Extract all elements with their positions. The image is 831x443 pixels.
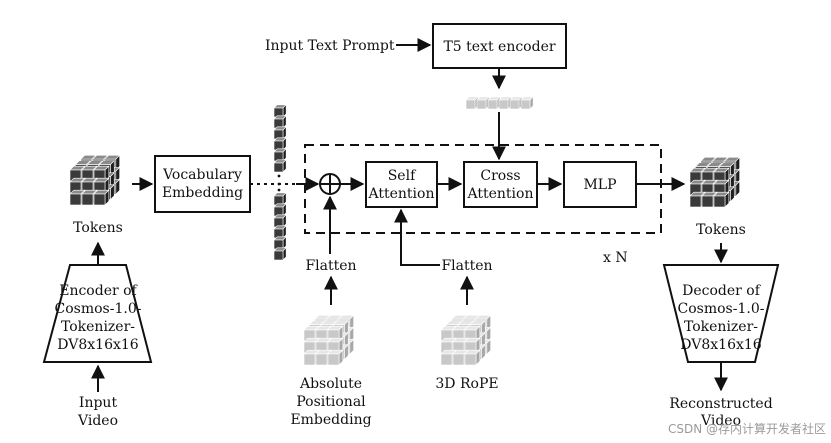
- transformer-block-dashed-frame: [304, 144, 662, 234]
- absolute-positional-label-line3: Embedding: [290, 412, 371, 428]
- tokens-right-cubes-icon: [689, 156, 741, 208]
- ellipsis-dot: [277, 174, 281, 178]
- flatten-label-positional: Flatten: [305, 258, 356, 274]
- ellipsis-dot: [277, 188, 281, 192]
- flatten-label-rope: Flatten: [441, 258, 492, 274]
- reconstructed-video-label-line1: Reconstructed: [669, 396, 772, 412]
- t5-text-encoder-box: [432, 23, 567, 69]
- rope-label: 3D RoPE: [435, 376, 498, 392]
- repeat-count-label: x N: [603, 250, 628, 266]
- decoder-trapezoid: [662, 264, 780, 363]
- decoder-label-line4: DV8x16x16: [680, 337, 762, 353]
- decoder-label-line3: Tokenizer-: [684, 319, 758, 335]
- rope-cubes-icon: [440, 314, 492, 366]
- input-text-prompt-label: Input Text Prompt: [265, 38, 395, 54]
- input-video-label-line1: Input: [79, 395, 118, 411]
- self-attention-label-line2: Attention: [368, 186, 435, 202]
- text-embedding-tokens-icon: [465, 96, 534, 110]
- csdn-watermark: CSDN @存内计算开发者社区: [668, 421, 826, 436]
- flatten-to-self-attention-arrow: [394, 208, 440, 266]
- absolute-positional-label-line1: Absolute: [299, 376, 362, 392]
- input-video-label-line2: Video: [77, 413, 118, 429]
- mlp-label: MLP: [583, 177, 616, 193]
- embedding-sequence-column-icon: [273, 104, 287, 261]
- vocabulary-embedding-box: [154, 155, 251, 213]
- tokens-right-label: Tokens: [696, 222, 746, 238]
- encoder-label-line2: Cosmos-1.0-: [55, 301, 142, 317]
- vocabulary-embedding-label-line2: Embedding: [162, 185, 243, 201]
- absolute-positional-label-line2: Positional: [296, 394, 366, 410]
- absolute-positional-cubes-icon: [303, 314, 355, 366]
- decoder-label-line2: Cosmos-1.0-: [678, 301, 765, 317]
- t5-text-encoder-label: T5 text encoder: [443, 39, 555, 55]
- encoder-label-line3: Tokenizer-: [61, 319, 135, 335]
- cross-attention-label-line1: Cross: [480, 168, 520, 184]
- decoder-label-line1: Decoder of: [682, 283, 762, 299]
- self-attention-box: [365, 161, 438, 208]
- vocabulary-embedding-label-line1: Vocabulary: [162, 167, 242, 183]
- self-attention-label-line1: Self: [388, 168, 417, 184]
- tokens-left-label: Tokens: [73, 220, 123, 236]
- encoder-label-line1: Encoder of: [59, 283, 138, 299]
- tokens-left-cubes-icon: [69, 154, 121, 206]
- encoder-label-line4: DV8x16x16: [57, 337, 139, 353]
- encoder-trapezoid: [42, 264, 153, 363]
- cross-attention-label-line2: Attention: [467, 186, 534, 202]
- reconstructed-video-label-line2: Video: [700, 413, 741, 429]
